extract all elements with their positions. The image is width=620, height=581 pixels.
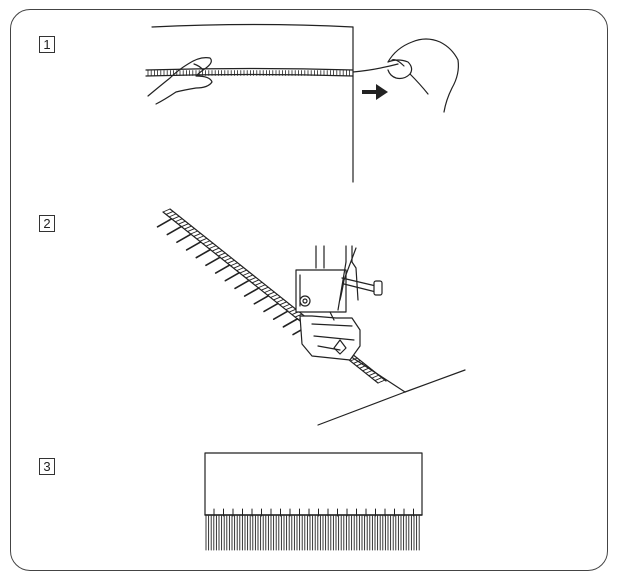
band-tick [187, 228, 196, 232]
step-2-label: 2 [39, 215, 55, 232]
step-2-illustration [156, 208, 466, 426]
band-tick [285, 306, 294, 311]
band-tick [362, 367, 371, 372]
band-tick [349, 357, 358, 362]
fabric-top-edge [151, 23, 354, 28]
illustration-frame [10, 9, 608, 571]
band-tick [371, 374, 380, 379]
fringe-thread [282, 318, 299, 328]
band-tick [236, 267, 245, 272]
band-tick [214, 250, 223, 254]
fringe-thread [234, 279, 250, 290]
step-1-illustration [145, 23, 459, 183]
band-tick [174, 218, 183, 223]
band-tick [190, 230, 199, 235]
step-1-label: 1 [39, 36, 55, 53]
band-tick [177, 220, 186, 225]
fringe-thread [253, 294, 270, 305]
presser-foot-icon [295, 245, 383, 361]
band-tick [184, 225, 192, 230]
band-tick [374, 377, 383, 382]
fringe-thread [166, 225, 183, 236]
band-tick [180, 223, 189, 228]
band-tick [211, 247, 220, 252]
band-tick [199, 237, 208, 242]
band-tick [251, 279, 260, 284]
band-tick [365, 369, 374, 374]
band-tick [245, 274, 254, 279]
band-tick [294, 313, 303, 318]
band-tick [263, 289, 272, 294]
band-tick [230, 262, 239, 267]
pull-arrow-icon [362, 84, 388, 100]
band-tick [356, 362, 364, 367]
band-tick [162, 208, 171, 213]
fabric-piece [204, 452, 423, 516]
thread [352, 63, 399, 73]
band-tick [223, 257, 232, 262]
band-tick [276, 298, 285, 303]
band-tick [248, 276, 257, 281]
band-tick [273, 296, 282, 301]
band-tick [377, 379, 386, 384]
band-tick [368, 372, 377, 377]
band-tick [239, 269, 248, 274]
fabric-edge [404, 369, 466, 393]
band-tick [282, 303, 291, 308]
band-tick [257, 284, 266, 289]
fringe-thread [156, 218, 173, 228]
band-tick [242, 272, 251, 276]
stitch-band [145, 67, 354, 77]
band-tick [266, 291, 275, 296]
band-tick [202, 240, 211, 245]
band-tick [254, 281, 263, 286]
band-tick [217, 252, 226, 257]
band-tick [165, 210, 174, 215]
band-tick [352, 360, 361, 364]
band-tick [270, 294, 278, 298]
hand-right-icon [387, 38, 459, 113]
fringe-thread [185, 241, 202, 251]
band-tick [233, 264, 242, 269]
hand-left-icon [147, 57, 213, 105]
band-tick [193, 232, 202, 237]
band-tick [260, 286, 269, 291]
fringe-thread [263, 302, 279, 313]
step-3-label: 3 [39, 458, 55, 475]
band-tick [227, 259, 235, 264]
fringe-thread [272, 310, 289, 320]
fringe-thread [176, 233, 192, 244]
band-tick [359, 364, 368, 369]
band-tick [220, 254, 229, 259]
band-tick [168, 213, 177, 218]
band-tick [288, 308, 297, 313]
fringe-thread [243, 287, 260, 297]
fringe-thread [195, 248, 212, 259]
fringe-thread [205, 256, 221, 267]
fringe-thread [214, 264, 231, 274]
step-3-illustration [204, 452, 423, 551]
band-tick [205, 242, 214, 247]
band-tick [196, 235, 205, 240]
band-tick [279, 301, 288, 306]
band-tick [208, 245, 217, 250]
fringe-thread [224, 271, 241, 282]
band-tick [171, 215, 180, 220]
